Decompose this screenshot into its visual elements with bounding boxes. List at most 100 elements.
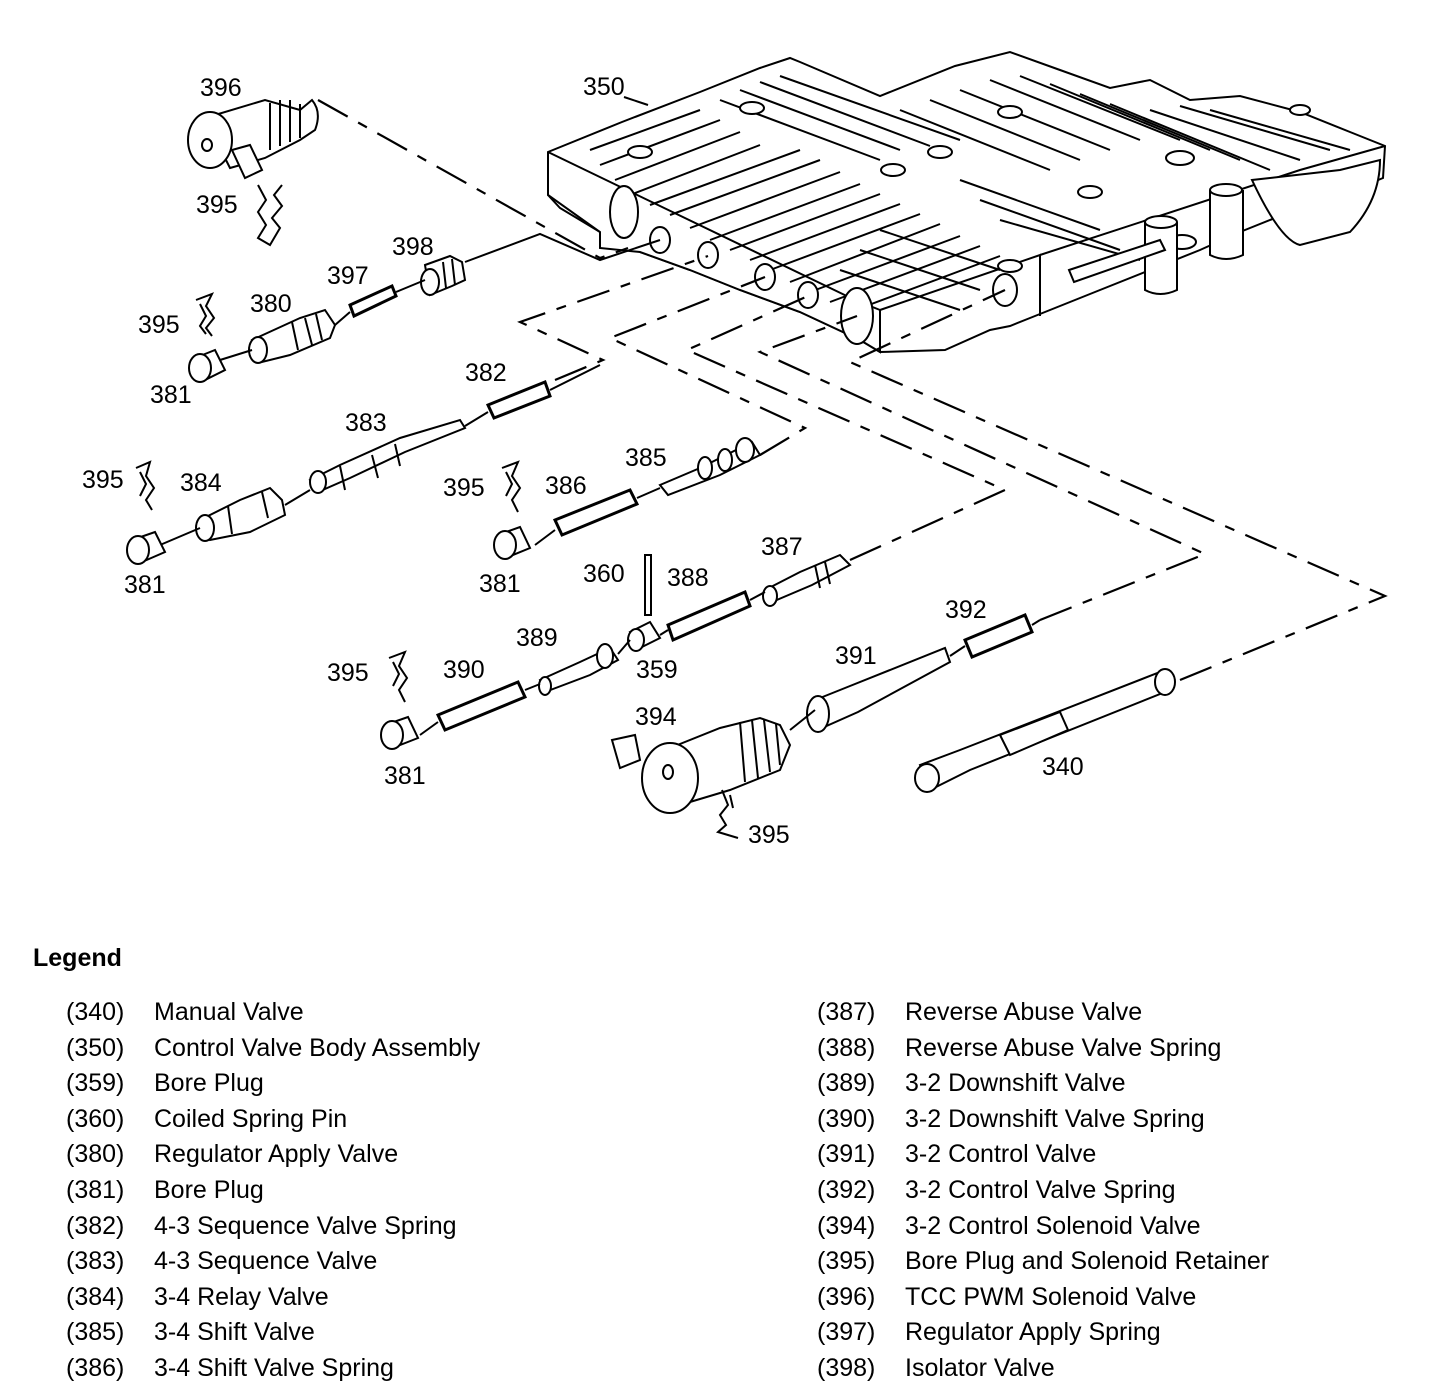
legend-item: (380)Regulator Apply Valve — [66, 1137, 480, 1173]
legend-item-number: (340) — [66, 998, 125, 1026]
bore-plug-381a — [188, 348, 227, 383]
retainer-clip-395b — [195, 292, 216, 337]
callout-350: 350 — [583, 73, 625, 101]
assembly-leader-lines — [317, 99, 1388, 682]
control-valve-391 — [806, 646, 952, 733]
callout-397: 397 — [327, 262, 369, 290]
legend-item-number: (397) — [817, 1318, 876, 1347]
legend-item-label: 4-3 Sequence Valve Spring — [154, 1211, 457, 1240]
callout-381: 381 — [150, 381, 192, 409]
leader-396 — [317, 99, 629, 260]
callout-395: 395 — [196, 191, 238, 219]
legend-item-number: (394) — [817, 1211, 876, 1240]
bore-plug-381d — [380, 715, 420, 750]
downshift-valve-spring-390 — [435, 680, 528, 732]
legend-item: (388) Reverse Abuse Valve Spring — [817, 1031, 1269, 1067]
legend-item-label: Reverse Abuse Valve Spring — [905, 1033, 1222, 1062]
callout-380: 380 — [250, 290, 292, 318]
regulator-apply-spring-397 — [348, 283, 398, 319]
legend-item-label: Control Valve Body Assembly — [154, 1033, 481, 1062]
leader-385 — [607, 275, 808, 456]
legend-item: (385) 3-4 Shift Valve — [66, 1315, 480, 1351]
valve-body-posts — [1067, 158, 1382, 295]
reverse-abuse-spring-388 — [666, 589, 752, 643]
callout-395: 395 — [327, 659, 369, 687]
shift-valve-385 — [658, 437, 762, 497]
valve-body-holes — [627, 101, 1311, 273]
legend-item-number: (390) — [817, 1104, 876, 1133]
legend-item-number: (386) — [66, 1353, 125, 1382]
legend-item-number: (384) — [66, 1282, 125, 1311]
callout-leader-350 — [623, 96, 649, 106]
downshift-valve-389 — [538, 643, 620, 696]
legend-item-label: Bore Plug and Solenoid Retainer — [905, 1247, 1270, 1276]
legend-item: (350)Control Valve Body Assembly — [66, 1031, 480, 1067]
legend-item: (394)3-2 Control Solenoid Valve — [817, 1209, 1269, 1245]
retainer-clip-395e — [388, 650, 409, 703]
callout-359: 359 — [636, 656, 678, 684]
legend-item-label: Isolator Valve — [905, 1353, 1055, 1382]
leader-382 — [517, 254, 709, 382]
relay-valve-384 — [195, 486, 287, 542]
control-valve-spring-392 — [963, 613, 1034, 659]
legend-item-number: (396) — [817, 1282, 876, 1311]
callout-383: 383 — [345, 409, 387, 437]
legend-item-number: (388) — [817, 1033, 876, 1062]
legend-item-label: 3-4 Shift Valve Spring — [154, 1353, 394, 1382]
legend-item-number: (359) — [66, 1069, 125, 1098]
axis-line-row4 — [419, 591, 766, 736]
legend-item-number: (392) — [817, 1175, 876, 1204]
legend-item-number: (389) — [817, 1069, 876, 1098]
legend-item-label: Reverse Abuse Valve — [905, 998, 1143, 1026]
legend-column-left: (340)Manual Valve (350)Control Valve Bod… — [66, 995, 480, 1387]
legend-item-number: (387) — [817, 998, 876, 1026]
legend-item-label: Coiled Spring Pin — [154, 1104, 348, 1133]
legend-item: (395) Bore Plug and Solenoid Retainer — [817, 1244, 1269, 1280]
legend-item-number: (385) — [66, 1318, 125, 1347]
callout-394: 394 — [635, 703, 677, 731]
legend-item: (384)3-4 Relay Valve — [66, 1280, 480, 1316]
callout-387: 387 — [761, 533, 803, 561]
legend-item: (387) Reverse Abuse Valve — [817, 995, 1269, 1031]
legend-item-label: 4-3 Sequence Valve — [154, 1247, 378, 1276]
legend-item-label: 3-4 Shift Valve — [154, 1318, 315, 1347]
legend-item: (386) 3-4 Shift Valve Spring — [66, 1351, 480, 1387]
retainer-clip-395d — [501, 460, 522, 513]
legend-item-label: 3-2 Control Valve Spring — [905, 1175, 1176, 1204]
leader-387 — [684, 294, 1008, 562]
legend-item-number: (398) — [817, 1353, 876, 1382]
legend-item-number: (381) — [66, 1175, 125, 1204]
manual-valve-340 — [914, 668, 1176, 793]
legend-item: (397)Regulator Apply Spring — [817, 1315, 1269, 1351]
retainer-clip-395f — [715, 789, 739, 839]
callout-389: 389 — [516, 624, 558, 652]
coiled-spring-pin-360 — [644, 554, 652, 616]
legend-item-label: 3-2 Downshift Valve — [905, 1069, 1126, 1098]
callout-385: 385 — [625, 444, 667, 472]
legend-item-number: (380) — [66, 1140, 125, 1169]
reverse-abuse-valve-387 — [762, 553, 852, 607]
callout-384: 384 — [180, 469, 222, 497]
callout-392: 392 — [945, 596, 987, 624]
callout-386: 386 — [545, 472, 587, 500]
regulator-apply-valve-380 — [248, 308, 337, 364]
legend-item: (340)Manual Valve — [66, 995, 480, 1031]
bore-plug-381c — [493, 525, 532, 560]
callout-381: 381 — [124, 571, 166, 599]
callout-388: 388 — [667, 564, 709, 592]
callout-395: 395 — [443, 474, 485, 502]
control-solenoid-394 — [610, 716, 792, 814]
bore-plug-359 — [627, 620, 662, 652]
callout-391: 391 — [835, 642, 877, 670]
legend-column-right: (387) Reverse Abuse Valve (388) Reverse Ab… — [817, 995, 1269, 1387]
retainer-clip-395a — [256, 184, 284, 247]
retainer-clip-395c — [135, 460, 156, 511]
axis-line-row5 — [789, 619, 1041, 731]
callout-390: 390 — [443, 656, 485, 684]
legend-item: (383)4-3 Sequence Valve — [66, 1244, 480, 1280]
axis-line-row2 — [159, 364, 601, 546]
legend-item-number: (395) — [817, 1247, 876, 1276]
callout-396: 396 — [200, 74, 242, 102]
sequence-valve-spring-382 — [485, 380, 552, 420]
sequence-valve-383 — [308, 418, 467, 494]
